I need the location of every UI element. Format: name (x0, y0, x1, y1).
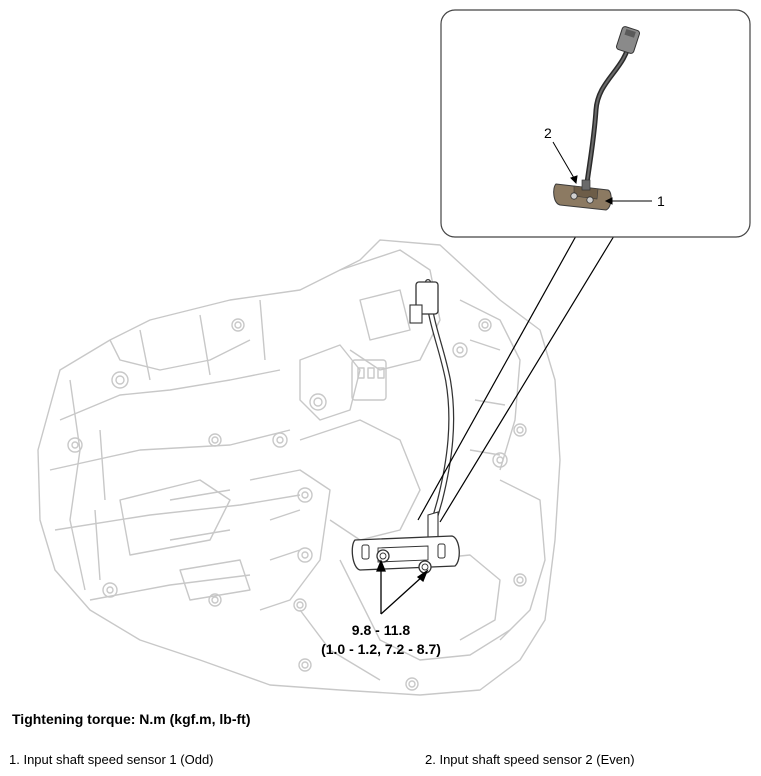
bolt-2 (418, 560, 432, 574)
legend-item-2: 2. Input shaft speed sensor 2 (Even) (425, 752, 635, 767)
sensor-bracket (553, 179, 612, 211)
callout-2: 2 (544, 125, 552, 141)
torque-arrows (376, 559, 429, 615)
connector-icon (616, 26, 640, 54)
callout-leaders (552, 141, 652, 205)
transmission-housing (37, 239, 561, 696)
callout-1: 1 (657, 193, 665, 209)
torque-conversion: (1.0 - 1.2, 7.2 - 8.7) (321, 641, 441, 657)
torque-value: 9.8 - 11.8 (352, 622, 411, 638)
transmission-diagram: 1 2 9.8 - 11.8 (1.0 - 1.2, 7.2 - 8.7) (37, 9, 751, 696)
torque-heading: Tightening torque: N.m (kgf.m, lb-ft) (12, 711, 251, 727)
bolt-1 (376, 549, 390, 563)
legend-item-1: 1. Input shaft speed sensor 1 (Odd) (9, 752, 214, 767)
zoom-leader-lines (417, 235, 615, 523)
detail-inset: 1 2 (440, 9, 751, 238)
installed-sensor (351, 279, 460, 574)
